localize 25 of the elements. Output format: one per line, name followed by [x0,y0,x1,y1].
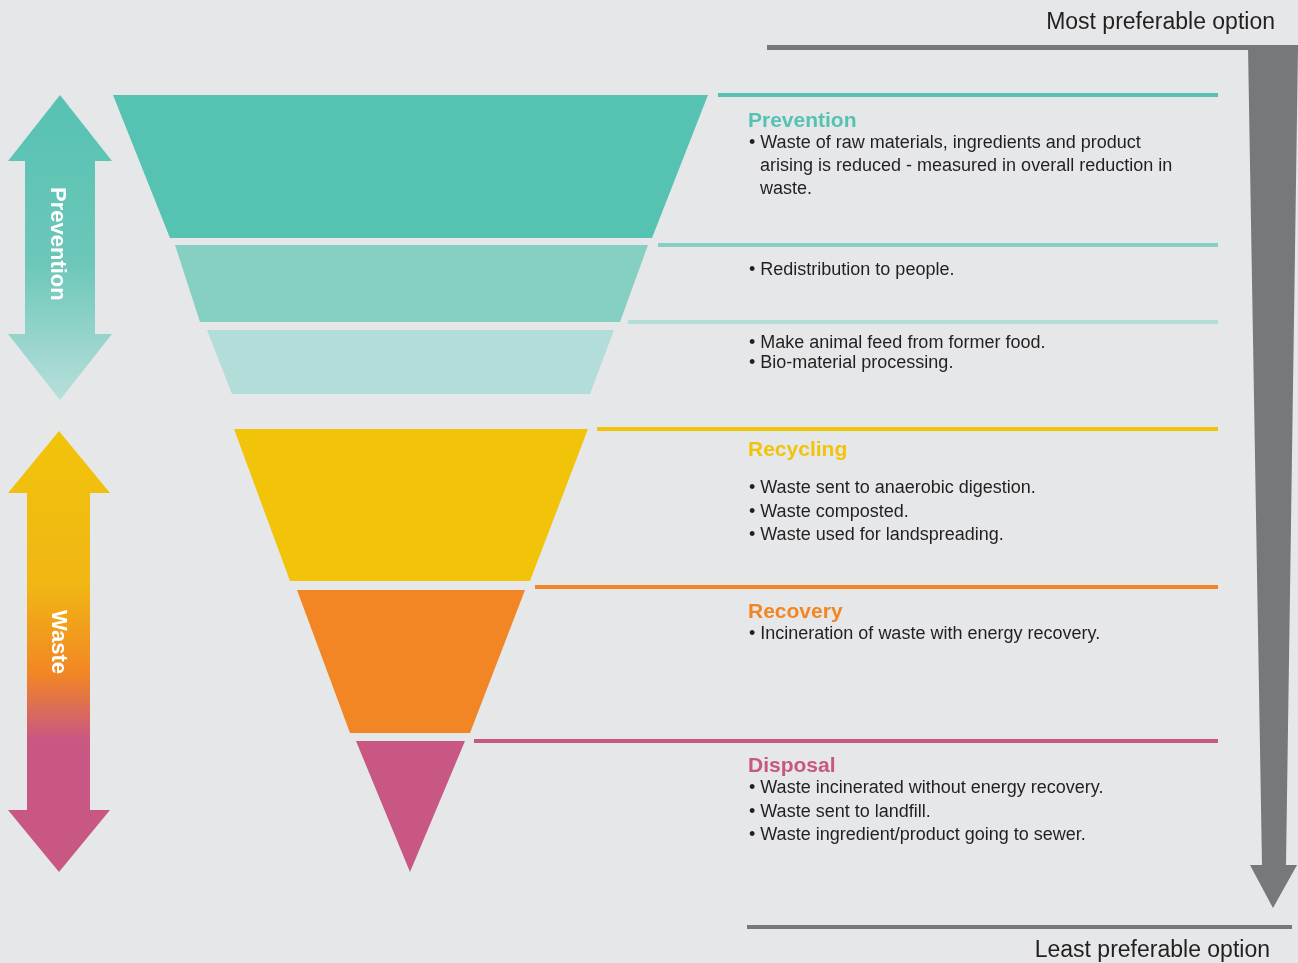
funnel-band [234,429,588,581]
section-heading: Recycling [748,437,848,461]
bullet-item: • Waste of raw materials, ingredients and product arising is reduced - measured in overall reduction in waste. [749,131,1174,200]
funnel-band [113,95,708,238]
funnel-band [175,245,648,322]
arrow-label: Prevention [45,187,71,301]
bullet-item: • Waste used for landspreading. [749,523,1005,546]
bullet-item: • Waste ingredient/product going to sewer. [749,823,1087,846]
arrow-label: Waste [46,610,72,674]
funnel-band [297,590,525,733]
bullet-item: • Bio-material processing. [749,351,955,374]
section-heading: Recovery [748,599,843,623]
bullet-item: • Waste composted. [749,500,910,523]
section-heading: Disposal [748,753,836,777]
funnel-triangle [356,741,465,872]
funnel-band [207,330,614,394]
axis-label: Most preferable option [1046,8,1275,35]
bullet-item: • Waste sent to landfill. [749,800,932,823]
bullet-item: • Make animal feed from former food. [749,331,1047,354]
section-heading: Prevention [748,108,857,132]
bullet-item: • Redistribution to people. [749,258,956,281]
axis-label: Least preferable option [1034,936,1270,963]
bullet-item: • Waste incinerated without energy recovery. [749,776,1105,799]
bullet-item: • Incineration of waste with energy recovery. [749,622,1102,645]
bullet-item: • Waste sent to anaerobic digestion. [749,476,1037,499]
